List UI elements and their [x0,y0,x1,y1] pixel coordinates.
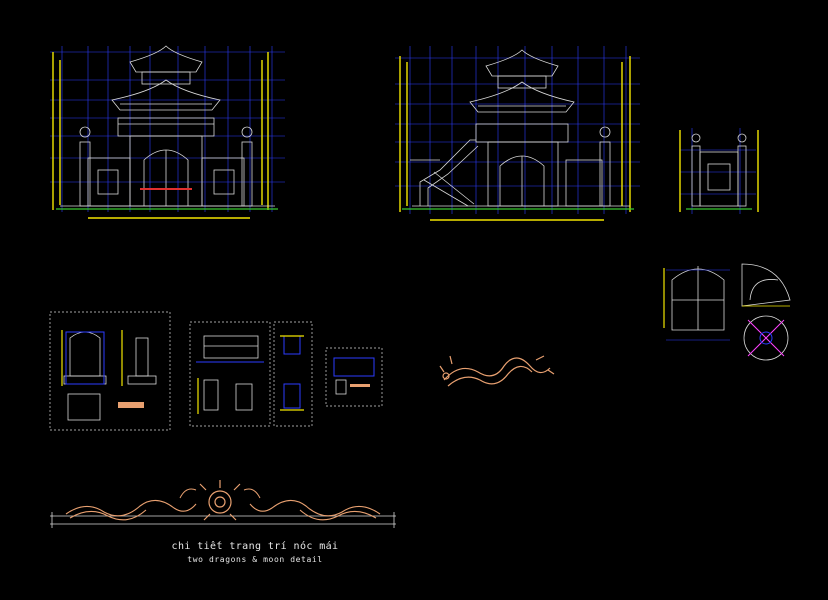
front-elevation-hatch [140,188,192,190]
side-elevation-grid [395,46,640,214]
base-detail [325,347,383,407]
front-elevation-building [60,45,275,207]
dragon-left [65,499,197,521]
dragon-ornament-detail [439,355,555,387]
dragon-right [249,499,381,521]
column-detail [273,321,313,427]
rose-window-detail [743,315,789,361]
ornament-caption-subtitle: two dragons & moon detail [187,555,323,564]
side-elevation-building [410,49,630,207]
fan-window-detail [741,263,791,307]
front-elevation [50,45,285,219]
pillar-elevation [679,128,759,214]
ornament-caption-title: chi tiết trang trí nóc mái [171,541,339,552]
door-detail [663,266,730,341]
roof-ridge-ornament [50,480,396,528]
front-elevation-dims [52,52,269,219]
front-elevation-grid [50,46,285,212]
side-elevation [395,46,640,221]
stele-detail [49,311,171,431]
moon-disc [199,480,241,521]
wall-detail [189,321,271,427]
side-elevation-dims [399,56,631,221]
